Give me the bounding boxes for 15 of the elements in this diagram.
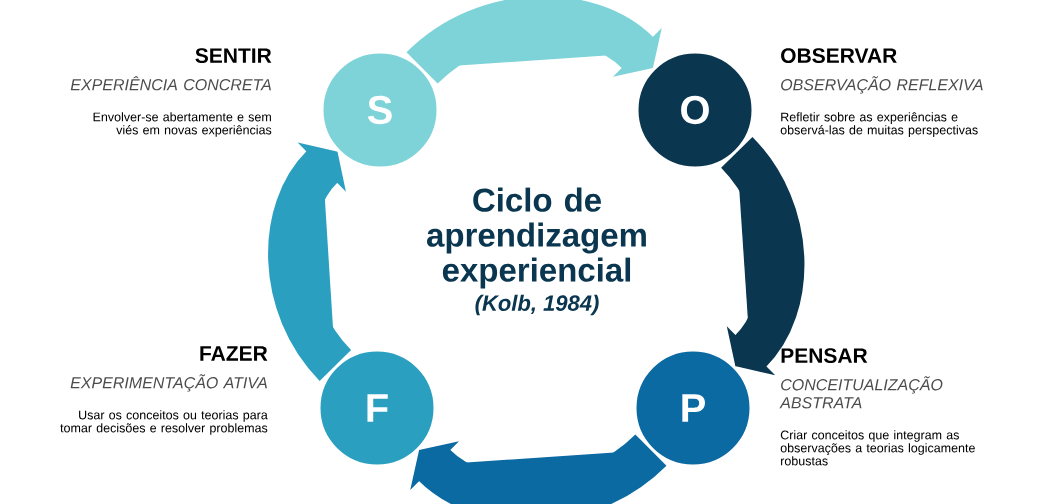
title: Ciclo de aprendizagem experiencial xyxy=(427,187,646,289)
heading: SENTIR xyxy=(195,48,272,64)
subtitle: OBSERVAÇÃO REFLEXIVA xyxy=(781,76,983,94)
subtitle: EXPERIÊNCIA CONCRETA xyxy=(70,76,271,91)
description: Criar conceitos que integram as observações a teorias logicamente robustas xyxy=(780,430,975,466)
description: Refletir sobre as experiências e observá-las de muitas perspectivas xyxy=(780,112,978,137)
heading: PENSAR xyxy=(781,348,868,364)
heading: OBSERVAR xyxy=(781,48,897,64)
subtitle: EXPERIMENTAÇÃO ATIVA xyxy=(70,374,267,392)
ribbon-arrow xyxy=(410,433,666,504)
description: Usar os conceitos ou teorias para tomar decisões e resolver problemas xyxy=(60,410,268,435)
description: Envolver-se abertamente e sem viés em novas experiências xyxy=(93,112,272,137)
heading: FAZER xyxy=(200,346,268,361)
subtitle: CONCEITUALIZAÇÃO ABSTRATA xyxy=(779,376,943,409)
citation: (Kolb, 1984) xyxy=(475,294,599,316)
